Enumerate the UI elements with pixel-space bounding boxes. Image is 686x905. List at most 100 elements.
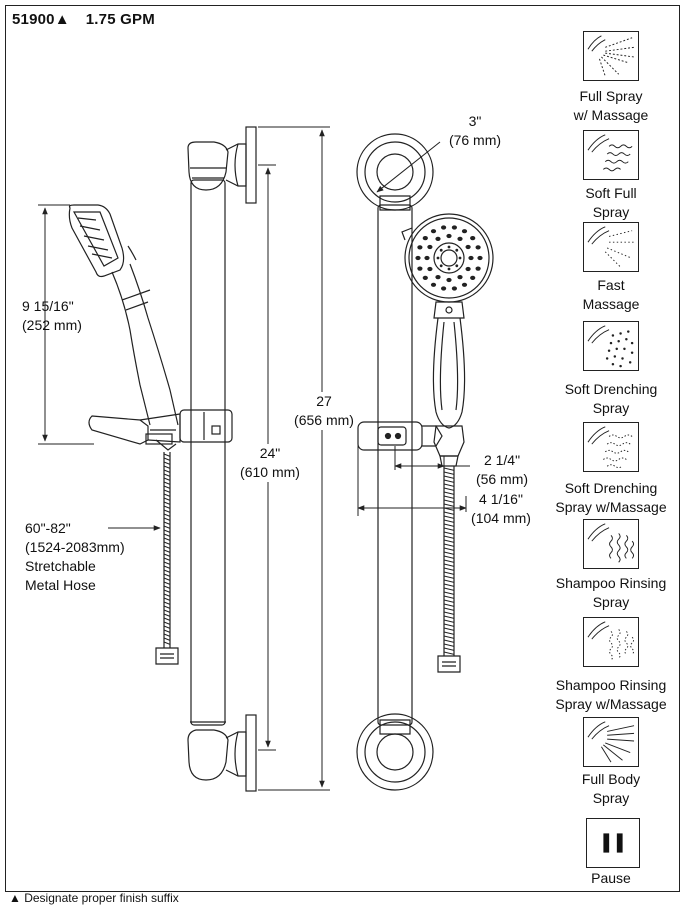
soft-drenching-massage-icon	[583, 422, 639, 472]
dimension-text: (104 mm)	[471, 510, 531, 526]
nozzle	[457, 236, 463, 241]
nozzle	[470, 275, 476, 280]
nozzle	[465, 244, 471, 250]
side-view-hose	[155, 452, 179, 665]
full-body-spray-icon	[583, 717, 639, 767]
soft-drenching-spray-icon	[583, 321, 639, 371]
nozzle	[435, 275, 441, 280]
nozzle	[455, 248, 459, 252]
shampoo-rinsing-spray-icon	[583, 519, 639, 569]
nozzle	[457, 275, 463, 280]
nozzle	[435, 236, 441, 241]
dimension-text: (1524-2083mm)	[25, 539, 125, 555]
page-header: 51900▲ 1.75 GPM	[12, 11, 155, 28]
spray-function-line: Spray	[592, 400, 630, 416]
dimension-text: (610 mm)	[240, 464, 300, 480]
nozzle	[446, 277, 452, 283]
dimension-text: (76 mm)	[448, 132, 502, 148]
spray-function-label: Soft Full Spray	[548, 184, 674, 222]
spray-function-label: Soft Drenching Spray	[548, 380, 674, 418]
spray-function-label: Soft Drenching Spray w/Massage	[540, 479, 682, 517]
dimension-text: 60"-82"	[25, 520, 71, 536]
soft-full-spray-icon	[583, 130, 639, 180]
dimension-text: 3"	[468, 113, 482, 129]
nozzle	[455, 264, 459, 268]
spray-function-line: Soft Drenching	[564, 381, 658, 397]
nozzle	[430, 282, 437, 287]
shampoo-rinsing-massage-icon	[583, 617, 639, 667]
nozzle	[417, 266, 423, 271]
footnote: ▲ Designate proper finish suffix	[9, 891, 179, 905]
nozzle	[436, 256, 440, 260]
flange-diameter-dimension: 3" (76 mm)	[446, 112, 504, 150]
front-view-handspray	[401, 213, 494, 467]
dimension-text: Stretchable	[25, 558, 96, 574]
front-view-bar	[356, 133, 443, 791]
dimension-text: 2 1/4"	[483, 452, 521, 468]
flow-rate: 1.75 GPM	[85, 11, 155, 28]
spray-function-line: w/ Massage	[573, 107, 649, 123]
side-view-handspray	[68, 204, 181, 451]
spray-function-line: Full Body	[581, 771, 641, 787]
spray-function-label: Pause	[548, 869, 674, 888]
full-spray-massage-icon	[583, 31, 639, 81]
spray-function-line: Fast	[597, 277, 625, 293]
nozzle	[441, 286, 447, 291]
spray-function-line: Shampoo Rinsing	[555, 677, 667, 693]
dimension-text: Metal Hose	[25, 577, 96, 593]
spray-function-line: Soft Full	[585, 185, 637, 201]
nozzle	[475, 266, 481, 271]
nozzle	[415, 255, 421, 261]
nozzle	[424, 255, 430, 261]
spray-function-line: Shampoo Rinsing	[555, 575, 667, 591]
handspray-height-dimension: 9 15/16" (252 mm)	[22, 297, 82, 335]
spray-function-line: Massage	[582, 296, 640, 312]
mount-spacing-dimension: 24" (610 mm)	[236, 444, 304, 482]
nozzle	[458, 256, 462, 260]
hose-length-dimension: 60"-82" (1524-2083mm) Stretchable Metal …	[25, 519, 125, 595]
nozzle	[461, 282, 468, 287]
dimension-text: (56 mm)	[475, 471, 529, 487]
dimension-text: 27	[316, 393, 332, 409]
diagram-frame	[5, 5, 680, 892]
dimension-text: (656 mm)	[294, 412, 354, 428]
nozzle	[430, 229, 437, 234]
nozzle	[417, 245, 423, 250]
spray-function-line: Pause	[591, 870, 631, 886]
spray-function-label: Full Spray w/ Massage	[548, 87, 674, 125]
spray-function-line: Spray	[592, 594, 630, 610]
pause-icon	[586, 818, 640, 868]
front-view-hose	[437, 466, 461, 673]
spray-function-line: Full Spray	[579, 88, 643, 104]
nozzle	[447, 245, 451, 249]
nozzle	[439, 248, 443, 252]
spray-function-line: Spray w/Massage	[555, 696, 667, 712]
spray-function-label: Shampoo Rinsing Spray w/Massage	[536, 676, 686, 714]
nozzle	[427, 266, 433, 272]
nozzle	[477, 255, 483, 261]
spray-function-line: Spray w/Massage	[555, 499, 667, 515]
nozzle	[447, 267, 451, 271]
spray-function-line: Spray	[592, 790, 630, 806]
nozzle	[465, 266, 471, 272]
nozzle	[441, 225, 447, 230]
side-view-bar	[179, 126, 257, 792]
nozzle	[451, 286, 457, 291]
model-number: 51900▲	[12, 11, 70, 28]
dimension-text: 4 1/16"	[479, 491, 523, 507]
spray-function-label: Full Body Spray	[548, 770, 674, 808]
nozzle	[475, 245, 481, 250]
dimension-text: (252 mm)	[22, 317, 82, 333]
nozzle	[422, 275, 428, 280]
spray-function-line: Soft Drenching	[564, 480, 658, 496]
spray-function-label: Shampoo Rinsing Spray	[536, 574, 686, 612]
nozzle	[461, 229, 468, 234]
overall-length-dimension: 27 (656 mm)	[293, 392, 355, 430]
dimension-lines	[38, 126, 470, 791]
spray-function-line: Spray	[592, 204, 630, 220]
slider-offset-dimension: 2 1/4" (56 mm)	[470, 451, 534, 489]
nozzle	[468, 255, 474, 261]
nozzle	[422, 236, 428, 241]
dimension-text: 24"	[259, 445, 281, 461]
